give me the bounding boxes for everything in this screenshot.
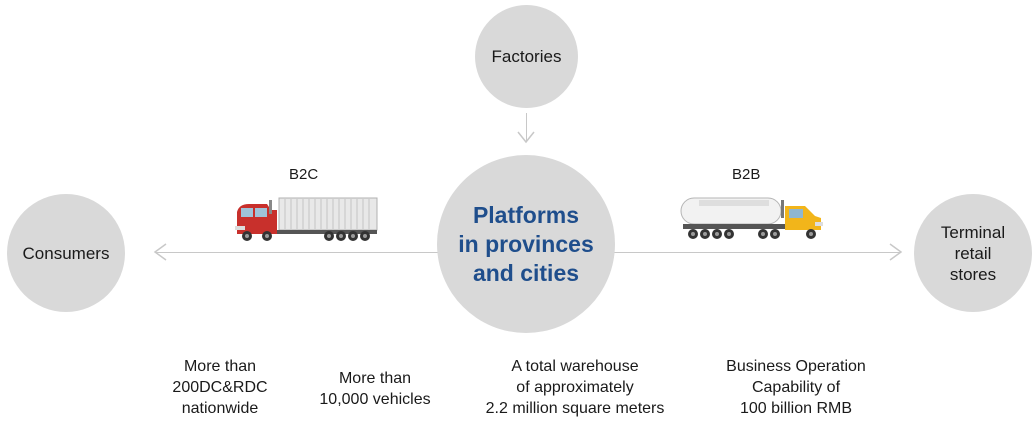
red-container-truck-icon <box>235 197 378 241</box>
factories-node: Factories <box>475 5 578 108</box>
arrow-left-icon <box>153 243 167 261</box>
stat-dc-count: More than 200DC&RDC nationwide <box>172 358 268 417</box>
arrow-right-icon <box>889 243 903 261</box>
consumers-node: Consumers <box>7 194 125 312</box>
yellow-tanker-truck-icon <box>680 197 823 239</box>
consumers-label: Consumers <box>22 243 110 263</box>
b2c-label: B2C <box>289 166 319 183</box>
connector-left <box>155 252 445 253</box>
platform-label: Platforms in provinces and cities <box>458 201 594 286</box>
connector-top <box>526 113 527 141</box>
stat-vehicles: More than 10,000 vehicles <box>319 370 431 408</box>
factories-label: Factories <box>491 47 562 66</box>
terminal-stores-label: Terminal retail stores <box>940 222 1006 284</box>
terminal-stores-node: Terminal retail stores <box>914 194 1032 312</box>
platform-node: Platforms in provinces and cities <box>437 155 615 333</box>
stat-business-capability: Business Operation Capability of 100 bil… <box>726 358 866 417</box>
arrow-down-icon <box>517 131 535 144</box>
stat-warehouse: A total warehouse of approximately 2.2 m… <box>485 358 665 417</box>
b2b-label: B2B <box>732 166 761 183</box>
connector-right <box>608 252 900 253</box>
